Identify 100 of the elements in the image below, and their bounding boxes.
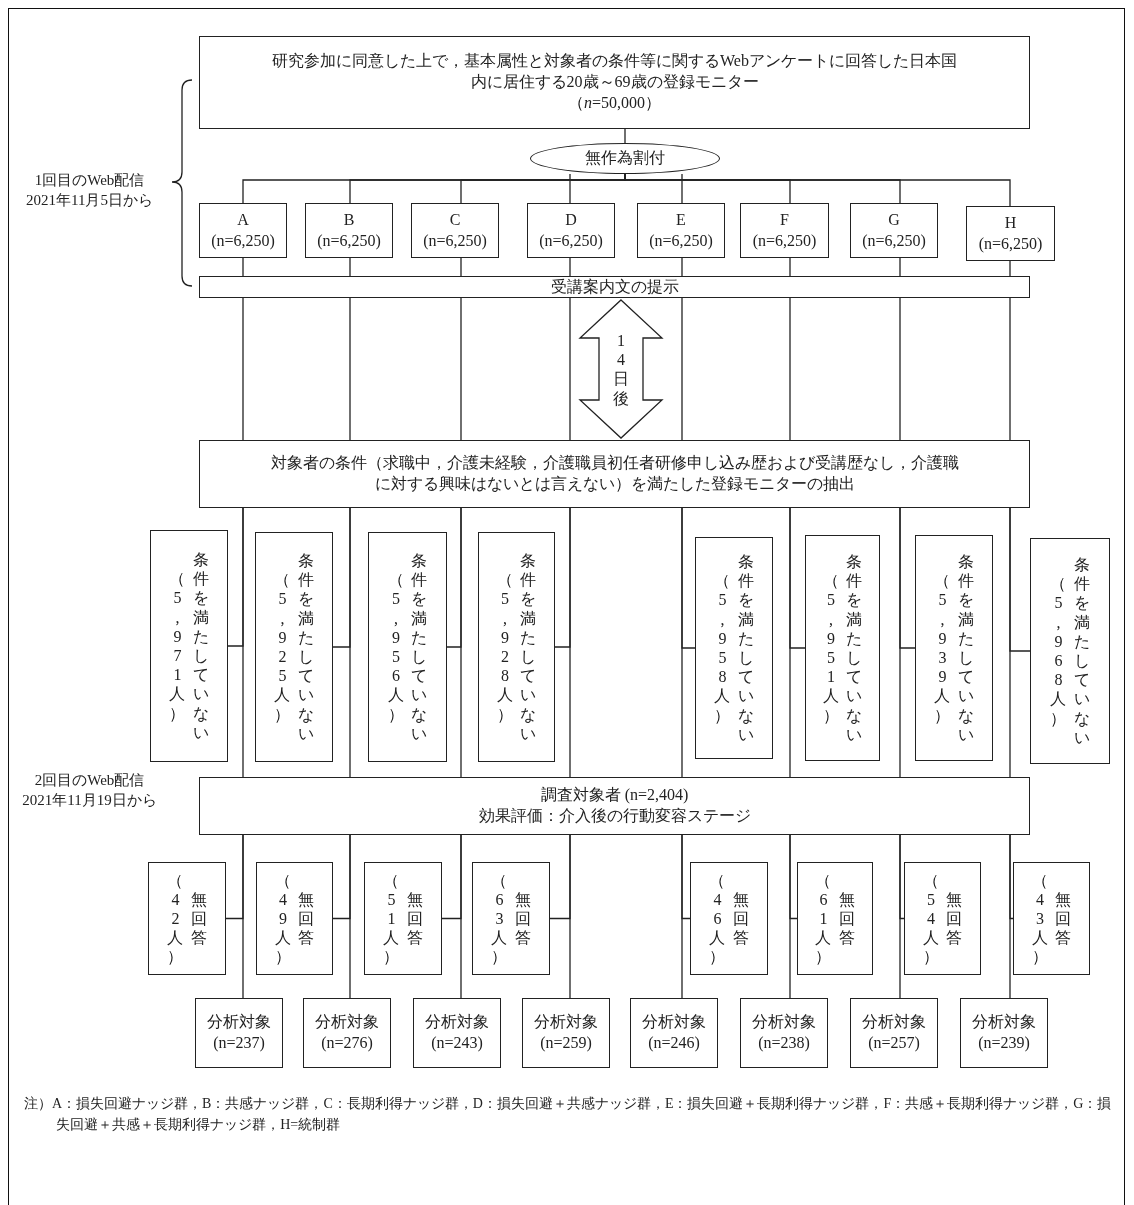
vertical-text: （5,971人） [168,569,187,723]
connector-line [1009,260,1011,277]
node-text: 分析対象 [425,1012,489,1033]
vertical-text: （61人） [814,870,833,967]
node-subtext: (n=243) [431,1033,483,1054]
connector-line [569,257,571,277]
vertical-text: （5,951人） [821,571,840,725]
process-box [740,998,828,1068]
process-box [411,203,499,258]
exclusion-box [1013,862,1090,975]
connector-line [681,173,683,204]
node-text: 分析対象 [972,1012,1036,1033]
vertical-text: 無回答 [189,889,208,948]
vertical-text: 条件を満たしていない [736,552,755,744]
connector-line [624,128,626,144]
connector-line [349,507,351,778]
connector-line [681,507,683,778]
connector-line [899,834,901,999]
connector-line [681,834,683,999]
vertical-text: 条件を満たしていない [956,552,975,744]
node-subtext: (n=6,250) [649,230,713,252]
node-text: A [237,209,249,230]
exclusion-box [255,532,333,762]
vertical-text: （5,968人） [1049,574,1068,728]
node-subtext: (n=6,250) [862,230,926,252]
vertical-text: （54人） [921,870,940,967]
connector-line [681,297,683,441]
process-box [960,998,1048,1068]
node-text: 分析対象 [862,1012,926,1033]
exclusion-box [695,537,773,759]
connector-line [349,297,351,441]
process-box [305,203,393,258]
node-subtext: 効果評価：介入後の行動変容ステージ [478,806,751,826]
node-subtext: (n=6,250) [752,230,817,252]
process-box [850,998,938,1068]
node-text: G [888,209,900,230]
vertical-text: 無回答 [731,889,750,948]
vertical-text: 条件を満たしていない [296,551,315,743]
vertical-text: 条件を満たしていない [410,551,429,743]
node-subtext: (n=6,250) [317,230,381,252]
node-text: 分析対象 [642,1012,706,1033]
process-box [199,203,287,258]
vertical-text: （5,928人） [495,570,514,724]
connector-line [569,834,571,999]
vertical-text: 無回答 [297,889,316,948]
node-subtext: (n=276) [321,1033,373,1054]
exclusion-box [904,862,981,975]
node-subtext: (n=238) [758,1033,810,1054]
vertical-text: 無回答 [837,889,856,948]
node-subtext: (n=6,250) [211,230,275,252]
connector-line [242,507,244,778]
node-subtext: (n=246) [648,1033,700,1054]
process-box [413,998,501,1068]
node-subtext: (n=259) [540,1033,592,1054]
delivery-note: 1回目のWeb配信2021年11月5日から [25,171,154,211]
connector-line [569,507,571,778]
exclusion-box [150,530,228,762]
exclusion-box [805,535,880,761]
vertical-text: 無回答 [945,889,964,948]
vertical-text: （5,958人） [713,571,732,725]
vertical-text: （51人） [382,870,401,967]
node-text: B [343,209,355,230]
process-box [199,777,1030,835]
node-text: 分析対象 [315,1012,379,1033]
vertical-text: 無回答 [513,889,532,948]
node-text: 調査対象者 (n=2,404) [540,785,689,806]
connector-line [899,257,901,277]
exclusion-box [478,532,555,762]
process-box [527,203,615,258]
process-box [850,203,938,258]
vertical-text: 条件を満たしていない [845,552,864,744]
node-subtext: (n=6,250) [423,230,487,252]
connector-line [460,834,462,999]
node-subtext: (n=239) [978,1033,1030,1054]
connector-line [899,507,901,778]
vertical-text: 条件を満たしていない [519,551,538,743]
footnote: 注）A：損失回避ナッジ群，B：共感ナッジ群，C：長期利得ナッジ群，D：損失回避＋共感ナッジ群，E：損失回避＋長期利得ナッジ群，F：共感＋長期利得ナッジ群，G：損失回避＋共感＋長期利得ナッジ群，H=統制群 [24,1095,1113,1134]
connector-line [789,297,791,441]
exclusion-box [256,862,333,975]
connector-line [1009,297,1011,441]
exclusion-box [368,532,447,762]
vertical-text: 無回答 [1054,889,1073,948]
node-subtext: (n=257) [868,1033,920,1054]
vertical-text: 条件を満たしていない [1072,555,1091,747]
process-box [740,203,829,258]
node-text: H [1004,212,1017,233]
vertical-text: （5,925人） [273,570,292,724]
connector-line [569,297,571,441]
node-text: C [449,209,461,230]
connector-line [460,507,462,778]
node-subtext: (n=6,250) [539,230,603,252]
process-box [303,998,391,1068]
vertical-text: （5,956人） [386,570,405,724]
connector-line [349,257,351,277]
process-bar [199,276,1030,298]
connector-line [242,834,244,999]
connector-line [789,834,791,999]
vertical-text: （46人） [708,870,727,967]
connector-line [789,257,791,277]
node-subtext: (n=237) [213,1033,265,1054]
